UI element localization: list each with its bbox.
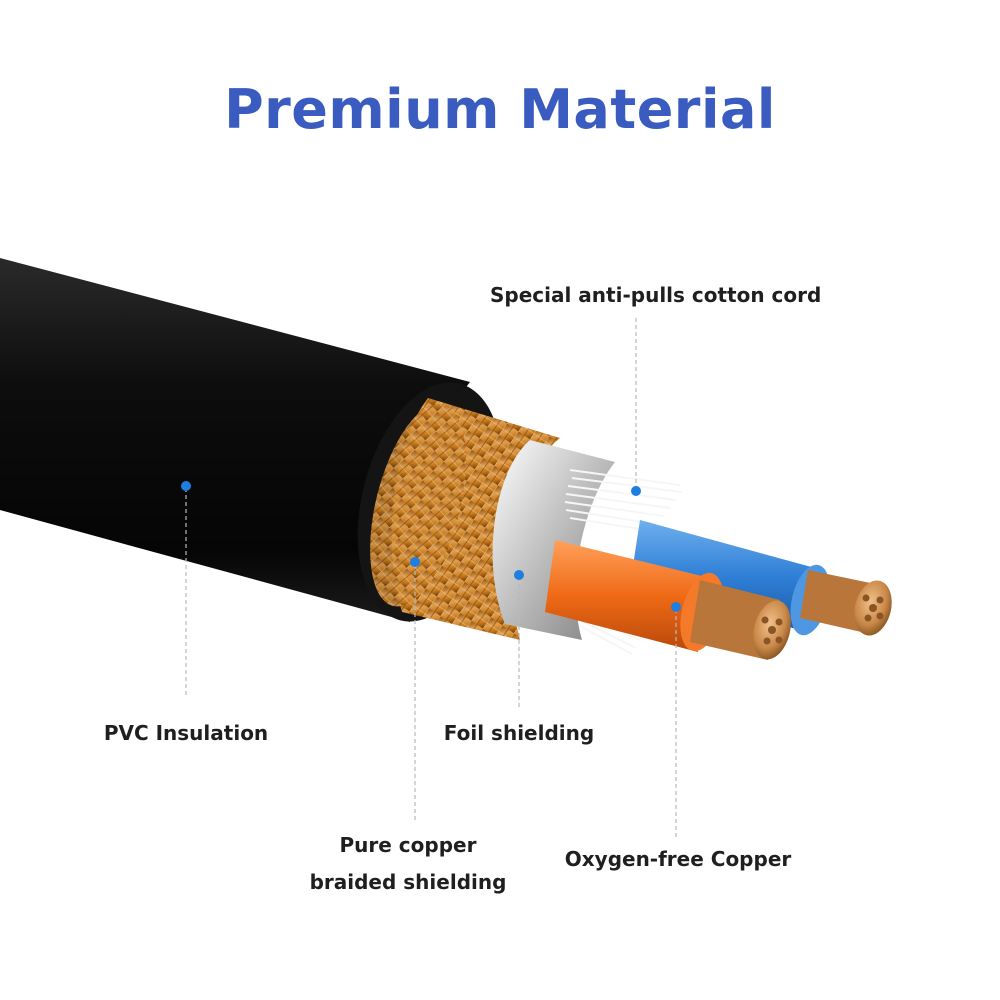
blue-core-copper-strands [800,570,892,636]
marker-oxygen-copper [671,602,681,612]
marker-braid [410,557,420,567]
page-title: Premium Material [224,78,776,141]
label-pvc-insulation: PVC Insulation [103,721,269,745]
label-oxygen-free-copper: Oxygen-free Copper [564,847,792,871]
marker-foil [514,570,524,580]
label-cotton-cord: Special anti-pulls cotton cord [490,283,822,307]
foil-shielding [492,440,615,640]
label-braided-line-2: braided shielding [309,870,507,894]
label-braided-shielding: Pure copper braided shielding [310,827,507,901]
marker-cotton-cord [631,486,641,496]
label-braided-line-1: Pure copper [339,833,477,857]
orange-core-copper-strands [690,580,791,660]
markers [181,481,681,612]
marker-pvc [181,481,191,491]
label-foil-shielding: Foil shielding [443,721,595,745]
leader-lines [185,318,677,840]
